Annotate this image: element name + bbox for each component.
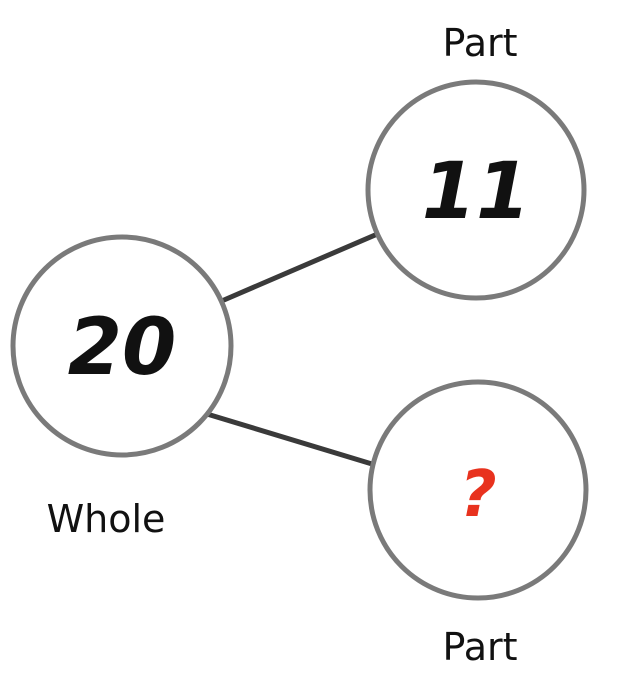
whole-node: 20 xyxy=(10,234,234,458)
connector-whole-to-top-part xyxy=(221,229,385,303)
whole-value: 20 xyxy=(68,303,177,393)
connector-whole-to-bottom-part xyxy=(204,411,375,467)
bottom-part-circle xyxy=(367,379,589,601)
whole-circle xyxy=(10,234,234,458)
bottom-part-label: Part xyxy=(442,625,517,669)
top-part-node: 11 xyxy=(365,79,587,301)
top-part-circle xyxy=(365,79,587,301)
bottom-part-node: ? xyxy=(367,379,589,601)
top-part-label: Part xyxy=(442,21,517,65)
bottom-part-unknown-value: ? xyxy=(459,458,496,532)
top-part-value: 11 xyxy=(422,147,531,237)
whole-label: Whole xyxy=(47,497,166,541)
